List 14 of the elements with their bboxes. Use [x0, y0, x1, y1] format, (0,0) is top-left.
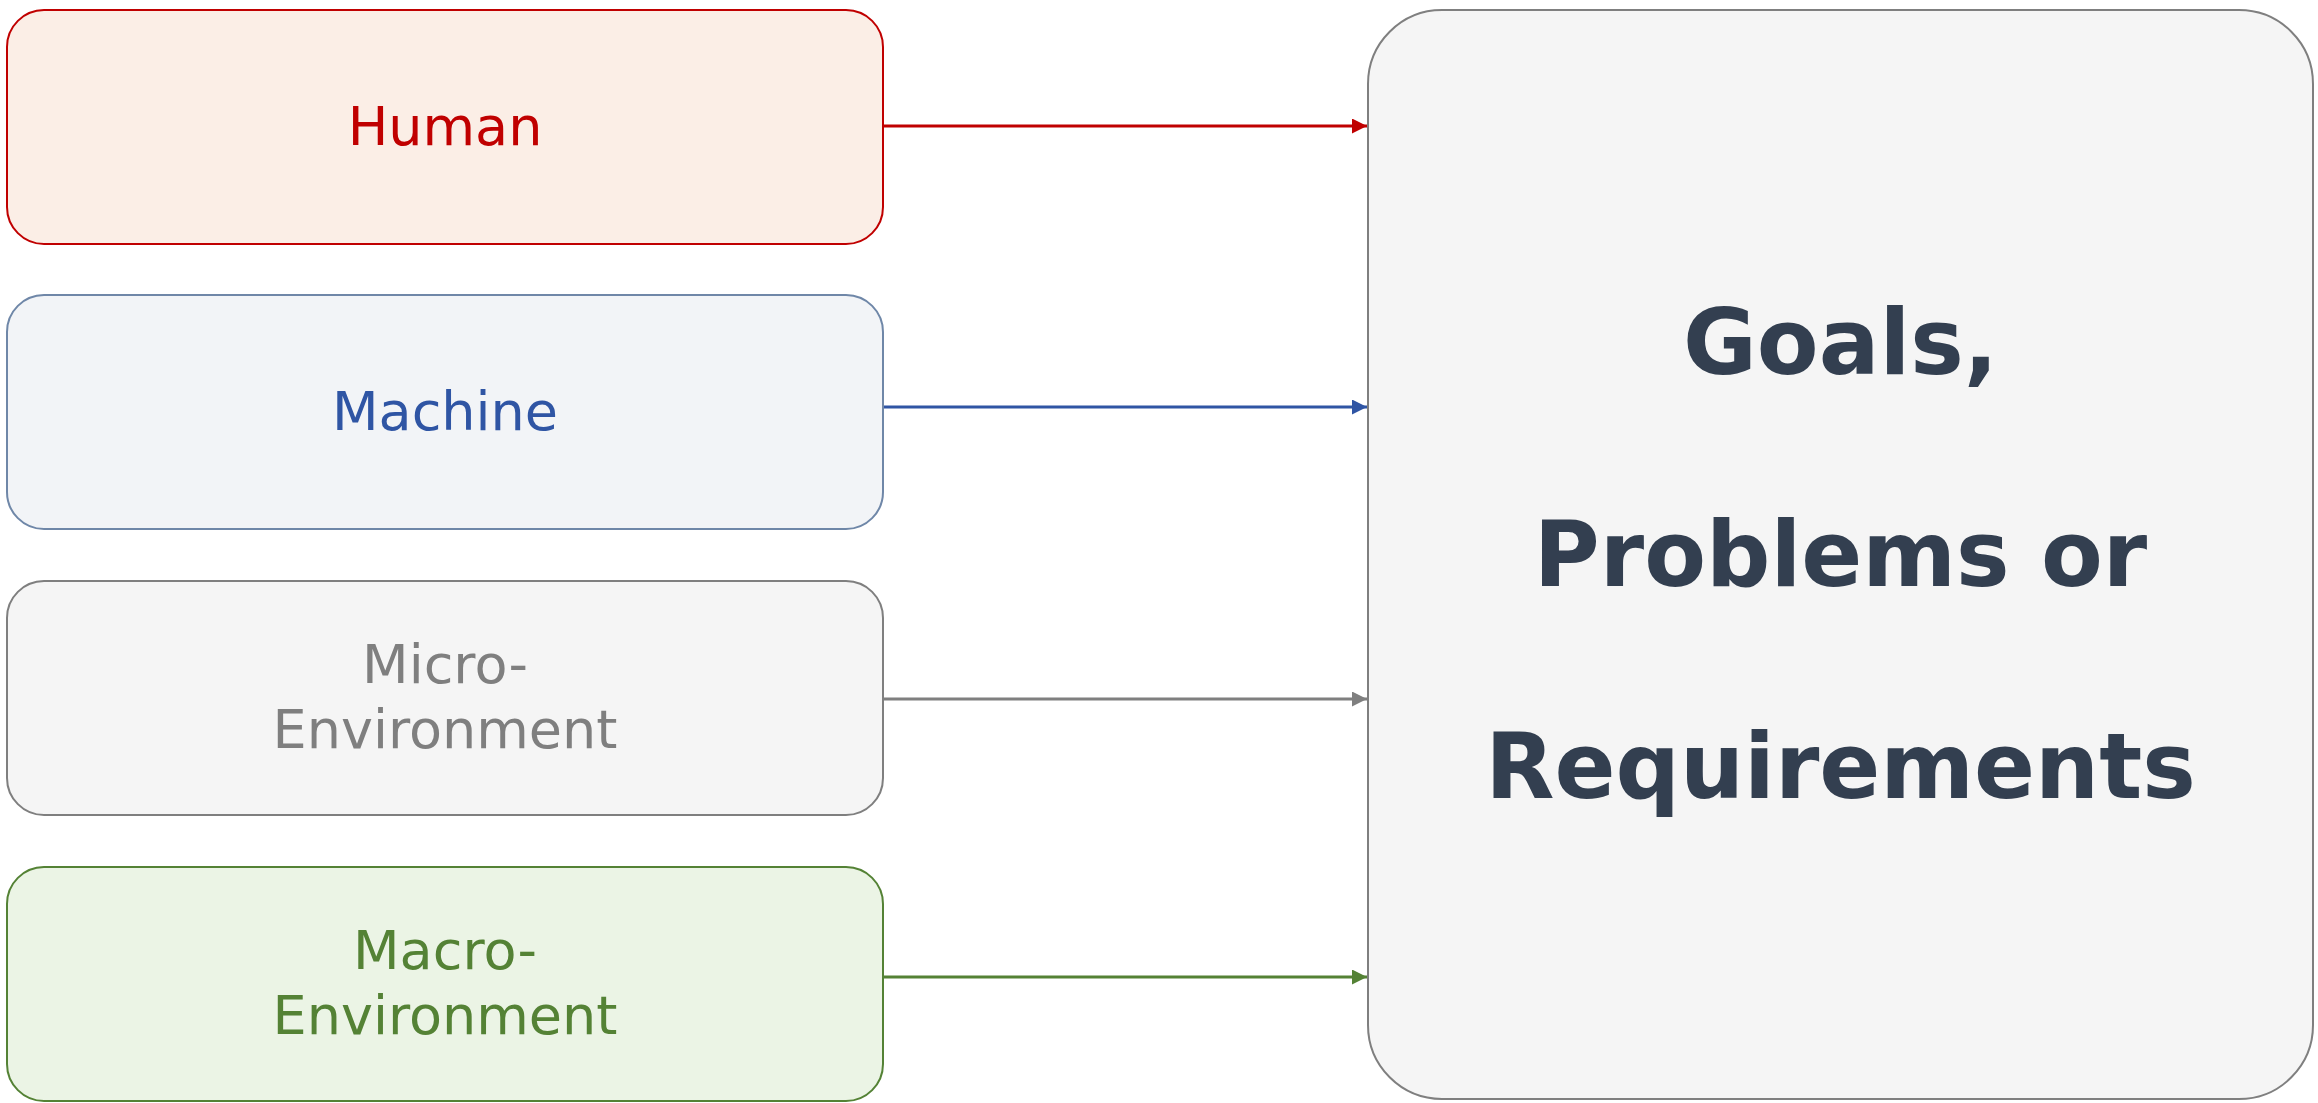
arrow — [884, 691, 1367, 707]
box-label: Machine — [330, 379, 559, 445]
category-box — [6, 9, 884, 245]
category-box — [6, 580, 884, 816]
arrow — [884, 118, 1367, 134]
arrow — [884, 969, 1367, 985]
category-box — [6, 866, 884, 1102]
box-label: Micro- Environment — [271, 633, 619, 763]
category-box — [6, 294, 884, 530]
box-label: Goals, Problems or Requirements — [1484, 288, 2197, 821]
box-label: Macro- Environment — [271, 919, 619, 1049]
target-box — [1367, 9, 2314, 1100]
arrow — [884, 399, 1367, 415]
box-label: Human — [346, 94, 544, 160]
